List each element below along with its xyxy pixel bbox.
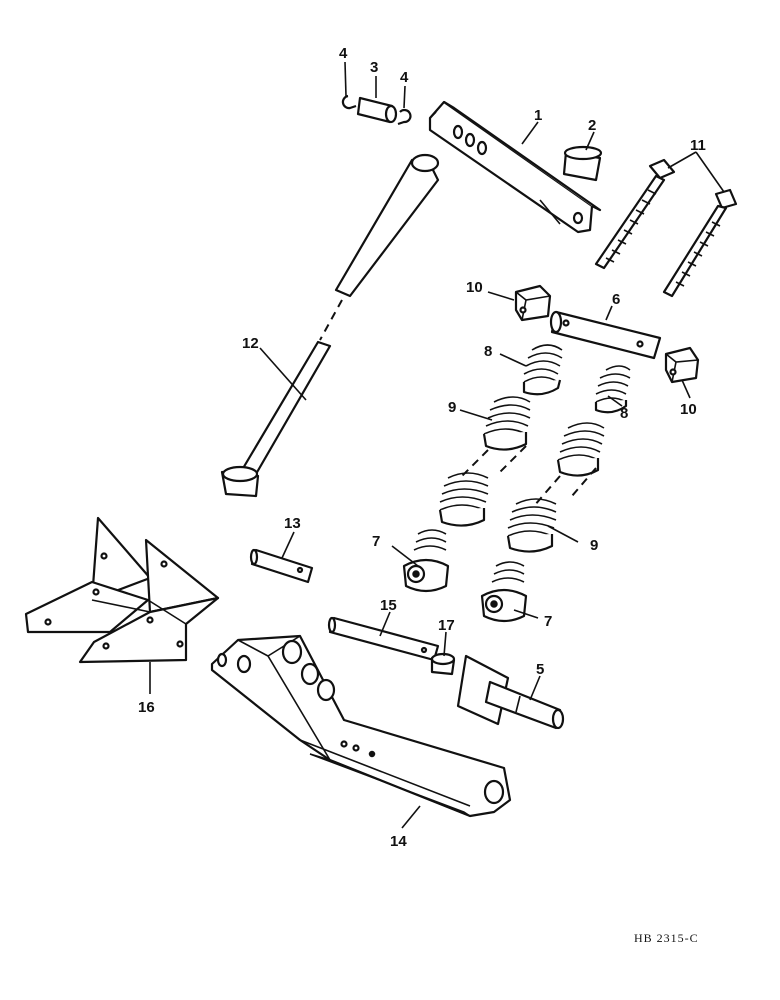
callout-6: 6: [612, 291, 620, 308]
pin-15: [327, 616, 440, 662]
bolt-11-right: [662, 188, 738, 298]
reference-code: HB 2315-C: [634, 931, 699, 945]
pin-3: [356, 96, 398, 124]
block-10-top: [514, 284, 552, 322]
callout-10-bottom: 10: [680, 401, 697, 418]
sweep-shovel-16: [24, 516, 220, 664]
spring-rod-6: [549, 310, 662, 360]
callout-4-left: 4: [339, 45, 348, 62]
callout-3: 3: [370, 59, 378, 76]
shank-arm-13: [210, 634, 512, 818]
outer-spring-9-lower-left: [438, 472, 489, 527]
upper-bracket: [428, 100, 602, 234]
outer-spring-9-upper-left: [459, 396, 531, 479]
callout-9-upper: 9: [448, 399, 456, 416]
callout-1: 1: [534, 107, 542, 124]
callout-7-right: 7: [544, 613, 552, 630]
callout-15: 15: [380, 597, 397, 614]
spring-seat-7-left: [402, 529, 450, 593]
callout-16: 16: [138, 699, 155, 716]
callout-4-right: 4: [400, 69, 409, 86]
spring-seat-7-right: [480, 561, 528, 623]
callout-10-top: 10: [466, 279, 483, 296]
callout-12: 12: [242, 335, 259, 352]
retaining-clip-left: [341, 94, 357, 110]
bolt-11-left: [594, 158, 676, 270]
callout-9-lower: 9: [590, 537, 598, 554]
outer-spring-9-lower-right: [506, 498, 557, 553]
callout-2: 2: [588, 117, 596, 134]
inner-spring-8-left: [522, 344, 563, 396]
bushing-2: [562, 145, 603, 182]
callout-14: 13: [284, 515, 301, 532]
spindle-shaft-5: [456, 654, 565, 730]
callout-labels: 4 3 4 1 2 11 10 6 8 12 9 10 8 7 13 9 15 …: [138, 45, 706, 850]
callout-13: 14: [390, 833, 407, 850]
callout-5: 5: [536, 661, 544, 678]
outer-spring-9-upper-right: [533, 422, 605, 507]
callout-8-left: 8: [484, 343, 492, 360]
callout-7-left: 7: [372, 533, 380, 550]
retaining-clip-right: [397, 108, 412, 126]
spacer-17: [430, 652, 456, 676]
callout-11: 11: [690, 137, 706, 154]
pin-14: [249, 548, 314, 584]
callout-17: 17: [438, 617, 455, 634]
callout-8-right: 8: [620, 405, 628, 422]
link-rod-12: [220, 153, 440, 498]
leader-lines: [149, 61, 725, 829]
block-10-bottom: [664, 346, 700, 384]
